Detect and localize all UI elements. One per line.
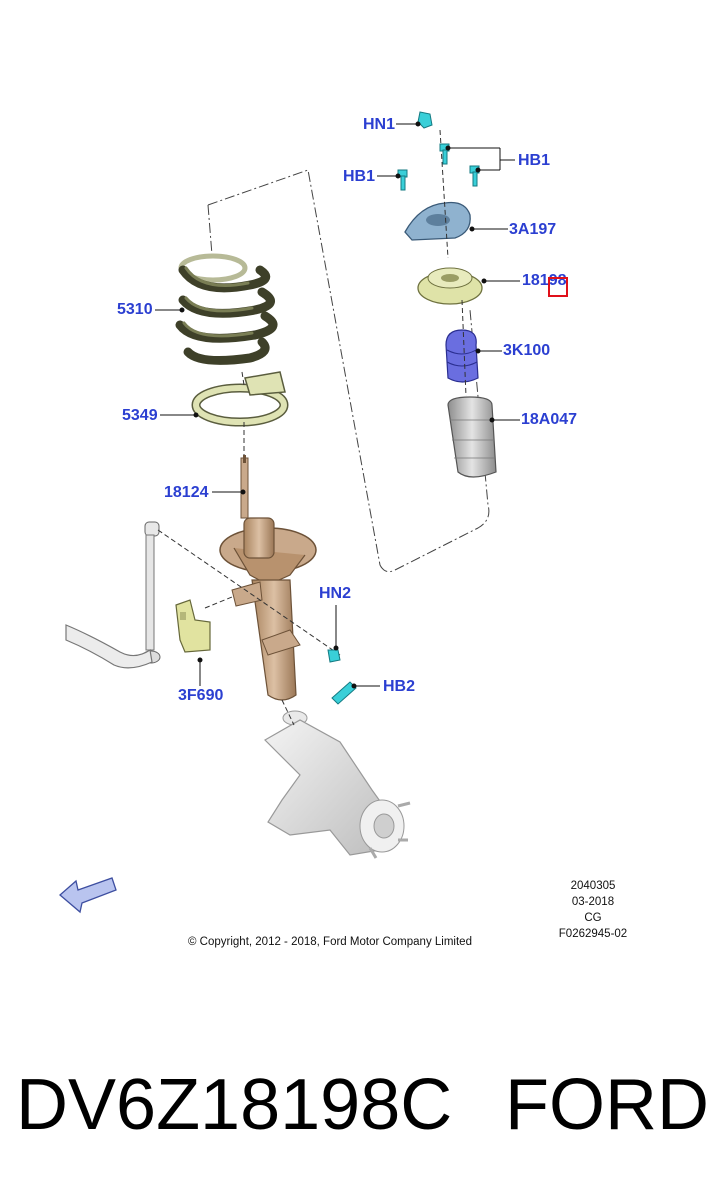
link-axis (157, 529, 341, 656)
bracket-axis (204, 596, 233, 609)
bolt-hb1-left (397, 169, 408, 191)
assembly-outline-left (207, 204, 213, 256)
steering-knuckle (264, 710, 411, 859)
callout-18124: 18124 (164, 484, 209, 501)
callout-5310: 5310 (117, 301, 153, 318)
callout-18198: 18198 (522, 272, 567, 289)
highlight-box (548, 277, 568, 297)
coil-spring-highlight (182, 266, 254, 338)
spring-seat (191, 371, 289, 427)
sensor-bracket (175, 599, 211, 653)
bearing-seat (417, 267, 483, 305)
callout-3k100: 3K100 (503, 342, 551, 359)
exploded-strut-diagram (59, 111, 520, 914)
callout-3a197: 3A197 (509, 221, 557, 238)
stabilizer-link (141, 521, 161, 664)
assembly-outline (207, 169, 490, 573)
axis-line-1 (241, 371, 245, 386)
copyright-notice: © Copyright, 2012 - 2018, Ford Motor Com… (188, 936, 472, 948)
strut-assembly (219, 455, 317, 701)
mount-axis (439, 129, 449, 259)
knuckle-axis (281, 699, 295, 726)
callout-5349: 5349 (122, 407, 158, 424)
callout-hb2: HB2 (383, 678, 416, 695)
callout-hb1-right: HB1 (518, 152, 551, 169)
brand-name: FORD (505, 1065, 708, 1145)
boot-axis (461, 299, 467, 397)
meta-date: 03-2018 (571, 896, 615, 908)
callout-hn2: HN2 (319, 585, 352, 602)
top-mount (404, 201, 471, 241)
orientation-arrow-icon (59, 877, 117, 914)
callout-3f690: 3F690 (178, 687, 224, 704)
bolt-hb2 (331, 681, 357, 705)
meta-figure-id: F0262945-02 (558, 928, 628, 940)
callout-18a047: 18A047 (521, 411, 578, 428)
part-number: DV6Z18198C (16, 1065, 453, 1145)
diagram-meta: 2040305 03-2018 CG F0262945-02 (548, 878, 638, 942)
meta-code: 2040305 (570, 880, 616, 892)
nut-hn2 (327, 649, 341, 663)
callout-hb1-left: HB1 (343, 168, 376, 185)
dust-boot (447, 396, 497, 478)
leader-lines (155, 121, 520, 689)
callout-hn1: HN1 (363, 116, 396, 133)
bump-stop (445, 329, 479, 383)
stabilizer-bar (65, 624, 153, 669)
nut-hn1 (417, 111, 433, 129)
coil-spring (175, 253, 278, 365)
meta-initials: CG (584, 912, 602, 924)
